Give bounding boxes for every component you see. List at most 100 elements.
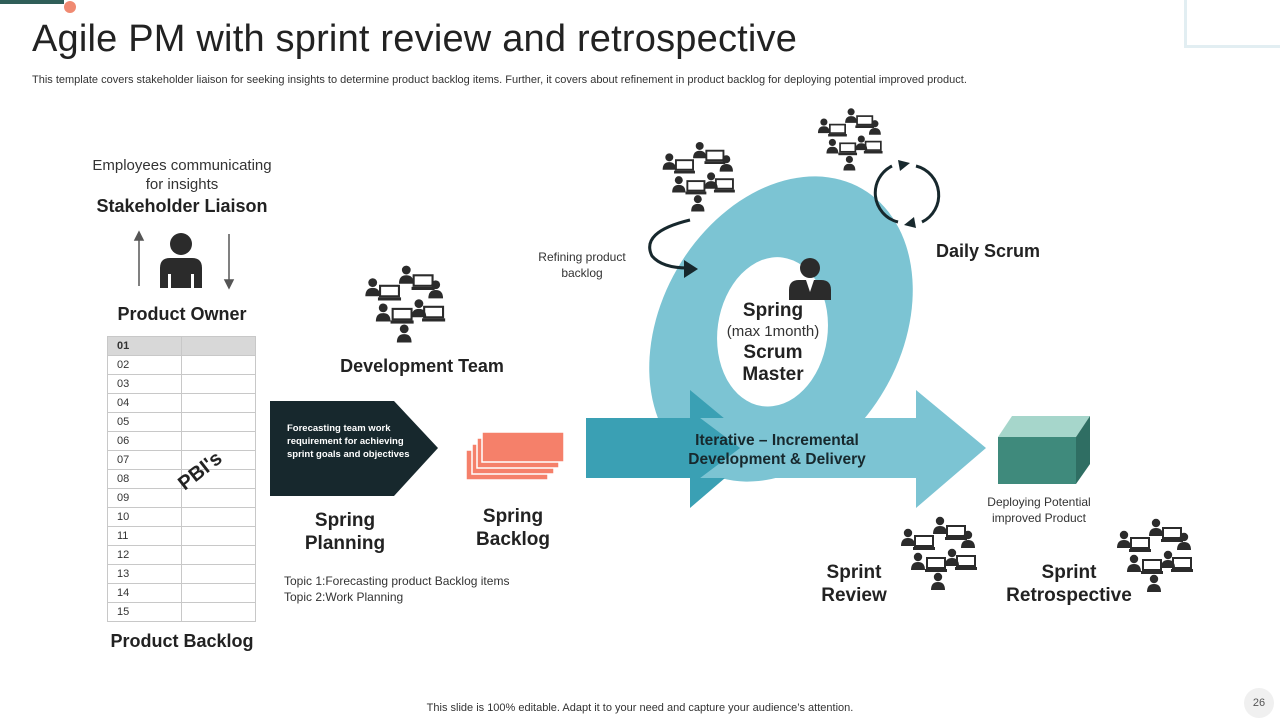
product-owner-label: Product Owner [117,304,247,324]
backlog-item-number: 04 [107,393,182,413]
forecasting-arrow-shape [270,401,438,496]
table-row: 06 [107,431,256,451]
center-max: (max 1month) [726,323,820,340]
footer-note: This slide is 100% editable. Adapt it to… [426,702,854,714]
scrum-master-text: Spring (max 1month) Scrum Master [708,300,838,386]
development-team-label: Development Team [340,356,504,376]
refining-curved-arrow-icon [648,218,698,278]
backlog-item-cell [181,393,256,413]
corner-accent [1184,0,1280,48]
table-row: 07 [107,450,256,470]
table-row: 14 [107,583,256,603]
header-accent-dot [64,1,76,13]
sprint-retrospective-label: Sprint Retrospective [994,561,1144,607]
incremental-arrow-front [700,390,986,508]
incremental-arrow-overlap [690,418,740,478]
deploying-label: Deploying Potential improved Product [964,494,1114,526]
backlog-item-number: 10 [107,507,182,527]
backlog-item-number: 11 [107,526,182,546]
backlog-item-number: 01 [107,336,182,356]
sprint-retro-line1: Sprint [1041,562,1097,583]
spring-backlog-stack-icon [465,431,565,481]
backlog-item-cell [181,355,256,375]
iterative-line1: Iterative – Incremental [695,432,859,449]
center-scrum: Scrum [743,342,803,363]
backlog-item-number: 08 [107,469,182,489]
forecasting-text: Forecasting team work requirement for ac… [287,423,410,460]
backlog-item-cell [181,412,256,432]
development-team-icon [365,266,445,343]
backlog-item-number: 06 [107,431,182,451]
stakeholder-desc-line1: Employees communicating [92,157,272,174]
table-row: 02 [107,355,256,375]
center-spring: Spring [742,300,804,321]
spring-backlog-line2: Backlog [476,529,550,550]
table-row: 09 [107,488,256,508]
backlog-item-cell [181,374,256,394]
table-row: 11 [107,526,256,546]
refining-line2: backlog [561,266,603,280]
refining-line1: Refining product [538,250,626,264]
backlog-item-number: 14 [107,583,182,603]
iterative-line2: Development & Delivery [688,451,866,468]
stakeholder-liaison-label: Stakeholder Liaison [96,196,268,216]
table-row: 08 [107,469,256,489]
table-row: 13 [107,564,256,584]
sprint-review-line2: Review [821,585,887,606]
backlog-item-cell [181,583,256,603]
sprint-review-label: Sprint Review [794,561,914,607]
refining-team-icon [663,142,735,212]
backlog-item-number: 12 [107,545,182,565]
table-row: 03 [107,374,256,394]
up-arrow-icon [133,230,145,286]
product-owner-icon [160,233,202,288]
header-accent-line [0,0,64,4]
sprint-retro-line2: Retrospective [1006,585,1132,606]
sprint-review-line1: Sprint [826,562,882,583]
topic-item: Topic 2:Work Planning [284,590,404,604]
backlog-item-cell [181,431,256,451]
deploying-line1: Deploying Potential [987,495,1091,509]
spring-backlog-line1: Spring [482,506,544,527]
stakeholder-desc-line2: for insights [145,176,219,193]
refining-label: Refining product backlog [520,249,644,281]
iterative-label: Iterative – Incremental Development & De… [650,431,904,469]
table-row: 05 [107,412,256,432]
page-number: 26 [1244,688,1274,718]
backlog-item-cell [181,564,256,584]
backlog-item-number: 15 [107,602,182,622]
daily-scrum-label: Daily Scrum [935,241,1041,261]
topics-list: Topic 1:Forecasting product Backlog item… [284,573,584,605]
table-row: 01 [107,336,256,356]
topic-item: Topic 1:Forecasting product Backlog item… [284,574,510,588]
backlog-item-cell [181,336,256,356]
product-backlog-label: Product Backlog [110,631,254,651]
scrum-master-icon [789,258,831,300]
table-row: 04 [107,393,256,413]
backlog-item-number: 07 [107,450,182,470]
table-row: 15 [107,602,256,622]
backlog-item-number: 03 [107,374,182,394]
page-subtitle: This template covers stakeholder liaison… [32,74,967,86]
stakeholder-description: Employees communicating for insights [72,156,292,194]
backlog-item-number: 09 [107,488,182,508]
backlog-item-number: 13 [107,564,182,584]
spring-planning-line2: Planning [304,533,386,554]
backlog-item-cell [181,507,256,527]
table-row: 10 [107,507,256,527]
backlog-item-number: 05 [107,412,182,432]
backlog-item-cell [181,545,256,565]
table-row: 12 [107,545,256,565]
deploying-line2: improved Product [991,511,1087,525]
center-master: Master [742,364,804,385]
page-title: Agile PM with sprint review and retrospe… [32,18,798,60]
spring-planning-line1: Spring [314,510,376,531]
backlog-item-cell [181,526,256,546]
down-arrow-icon [223,234,235,290]
backlog-item-number: 02 [107,355,182,375]
deploy-product-cube-icon [998,416,1090,484]
spring-backlog-label: Spring Backlog [448,505,578,551]
spring-planning-label: Spring Planning [280,509,410,555]
